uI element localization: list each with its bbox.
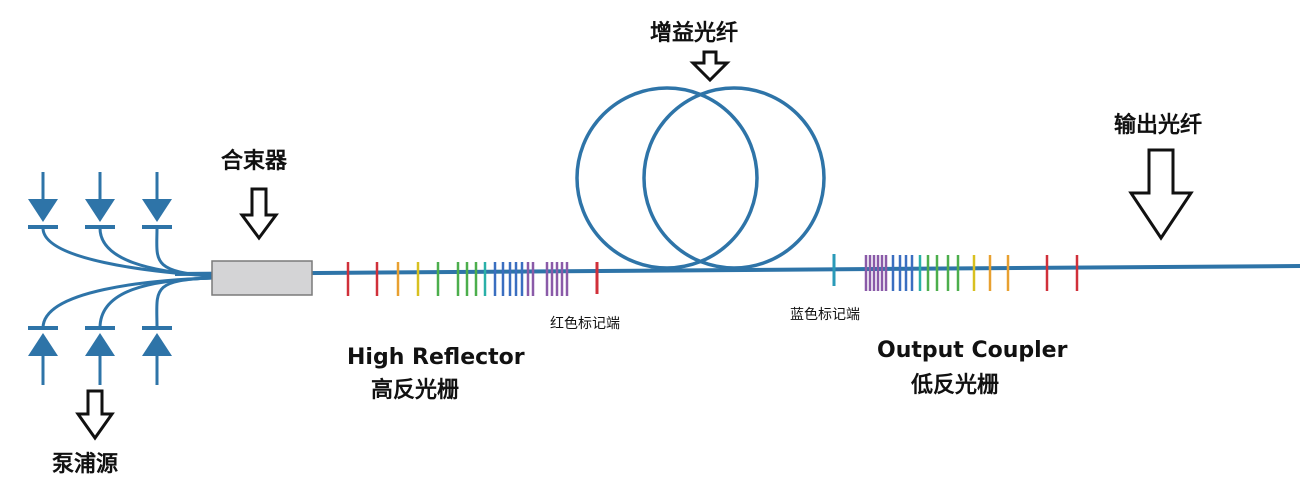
pump-source-arrow-icon	[75, 389, 115, 441]
output-fiber-arrow-icon	[1128, 148, 1194, 241]
diode-icon	[142, 199, 172, 222]
diode-icon	[28, 333, 58, 356]
blue-marker-label: 蓝色标记端	[790, 306, 860, 323]
output-fiber-label: 输出光纤	[1114, 112, 1202, 138]
output-coupler-label: Output Coupler	[877, 338, 1068, 363]
high-reflector-cn-label: 高反光栅	[371, 377, 459, 403]
gain-fiber-arrow-icon	[689, 50, 731, 83]
red-marker-label: 红色标记端	[550, 315, 620, 332]
diode-icon	[85, 199, 115, 222]
pump-source-label: 泵浦源	[52, 451, 118, 477]
diode-icon	[28, 199, 58, 222]
gain-coil-left	[575, 86, 759, 270]
main-fiber	[174, 264, 1300, 276]
output-coupler-cn-label: 低反光栅	[910, 373, 999, 398]
combiner-arrow-icon	[239, 187, 279, 241]
pump-fiber-top	[41, 227, 213, 278]
pump-fiber-bottom	[155, 276, 213, 329]
gain-fiber-coil	[575, 86, 826, 270]
pump-diodes	[28, 172, 172, 385]
high-reflector-label: High Reflector	[347, 345, 525, 370]
output-coupler-grating	[864, 255, 1079, 291]
high-reflector-grating	[346, 262, 569, 296]
pump-fiber-bundle	[41, 227, 213, 329]
combiner-box	[211, 260, 313, 296]
gain-fiber-label: 增益光纤	[650, 20, 738, 46]
combiner-label: 合束器	[221, 148, 288, 174]
pump-fiber-top	[155, 227, 213, 278]
diode-icon	[142, 333, 172, 356]
pump-fiber-bottom	[41, 276, 213, 329]
gain-coil-right	[642, 86, 826, 270]
diode-icon	[85, 333, 115, 356]
